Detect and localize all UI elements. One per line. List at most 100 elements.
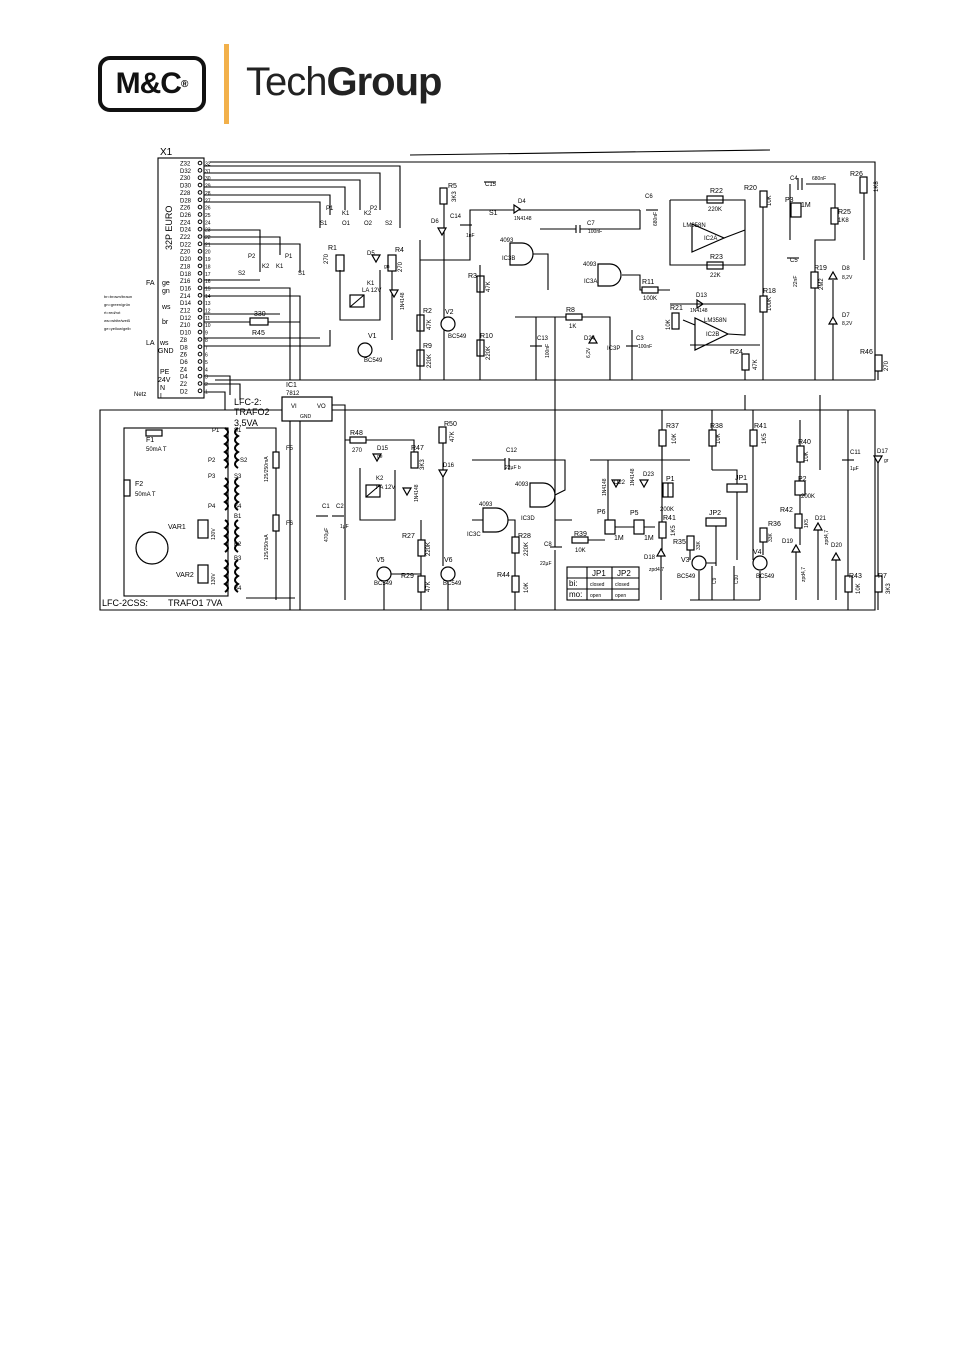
resistor-r45 <box>249 317 269 326</box>
connector-pin-number: 32 <box>205 162 211 168</box>
jumper-jp2 <box>705 517 727 527</box>
potentiometer-p5 <box>633 519 645 535</box>
r28-value: 10K <box>524 582 530 593</box>
diode-d7-icon <box>827 315 839 325</box>
c12-label: C12 <box>506 448 518 454</box>
diode-1n4148-icon <box>388 289 400 299</box>
resistor-r35 <box>686 535 695 551</box>
r39-label: R37 <box>666 423 679 430</box>
r43-value: 10K <box>856 583 862 594</box>
jumper-jp1 <box>726 483 748 493</box>
opamp-ic2a <box>691 223 726 253</box>
c5-label: C5 <box>790 258 798 264</box>
opamp-ic2b <box>694 317 730 351</box>
label-ws2: ws <box>159 340 169 347</box>
d21-value: zpd4,7 <box>824 530 830 545</box>
connector-pin-label: D24 <box>180 228 192 234</box>
switch-label: S2 <box>385 221 393 227</box>
r28-label: R44 <box>497 572 510 579</box>
switch-label: O1 <box>342 221 351 227</box>
lfc2css-trafo: TRAFO1 7VA <box>168 598 222 608</box>
potentiometer-p3 <box>790 202 802 218</box>
connector-pin-icon <box>197 212 203 217</box>
connector-pin-label: Z10 <box>180 323 191 329</box>
transistor-v1 <box>357 342 373 358</box>
connector-pin-number: 19 <box>205 257 211 263</box>
r48-label: R47 <box>411 445 424 452</box>
d24-value: 6,2V <box>586 347 592 358</box>
r37-value: 10K <box>716 433 722 444</box>
resistor-r8 <box>565 313 583 321</box>
connector-pin-icon <box>197 293 203 298</box>
connector-pin-icon <box>197 359 203 364</box>
r21-label: R21 <box>670 305 683 312</box>
p3-value: 1M <box>801 202 811 209</box>
p5-label: P5 <box>630 510 639 517</box>
brand-name: TechGroup <box>246 60 442 105</box>
c6-label: C6 <box>645 194 653 200</box>
connector-type: 32P EURO <box>164 206 174 250</box>
resistor-r37 <box>708 429 717 447</box>
switch-label: K1 <box>342 211 350 217</box>
connector-pin-icon <box>197 241 203 247</box>
r36-value: 33K <box>768 532 774 542</box>
winding-label: P3 <box>208 474 216 480</box>
resistor-r24 <box>741 353 750 371</box>
diode-d17-led-icon <box>872 455 884 465</box>
label-gn: gn <box>162 288 170 295</box>
resistor-r11 <box>641 286 659 294</box>
logo-registered-mark: ® <box>180 78 189 90</box>
label-n: N <box>160 385 165 392</box>
r37-label: R38 <box>710 423 723 430</box>
label-la: LA <box>146 340 155 347</box>
k2-diode-value: 1N4148 <box>414 484 420 502</box>
winding-label: P4 <box>208 504 216 510</box>
r9-value: 220K <box>427 354 433 368</box>
label-l: L <box>160 393 164 400</box>
s1-label: S1 <box>489 210 498 217</box>
r29-label: R28 <box>518 533 531 540</box>
connector-pin-icon <box>197 373 203 379</box>
r7-label: R7 <box>878 573 887 580</box>
switch-label: K1 <box>276 264 284 270</box>
c13-label: C13 <box>537 336 549 342</box>
r8-value: 1K <box>569 324 576 330</box>
gate-ic3a <box>597 263 622 287</box>
legend-item: ws=white/weiß <box>104 318 131 323</box>
resistor-r36 <box>759 527 768 543</box>
v1-label: V1 <box>368 333 377 340</box>
connector-pin-icon <box>197 168 203 173</box>
legend-item: gn=green/grün <box>104 302 130 307</box>
c13-value: 100nF <box>545 344 551 358</box>
v3-value: BC549 <box>677 574 696 580</box>
winding-label: S3 <box>234 474 242 480</box>
jumper-table-cell: closed <box>615 582 630 588</box>
jumper-table-cell: bi: <box>569 579 577 588</box>
r4-value: 270 <box>398 261 404 272</box>
d4-label: D4 <box>518 199 526 205</box>
resistor-r21 <box>671 312 680 330</box>
ic2a-label: IC2A <box>704 236 717 242</box>
f5-value: 125/250mA <box>264 456 270 482</box>
r11-value: 100K <box>643 296 657 302</box>
d6-label: D6 <box>431 219 439 225</box>
varistor-var1 <box>197 519 209 539</box>
r3-label: R3 <box>468 273 477 280</box>
ic3a-label: IC3A <box>584 279 597 285</box>
winding-label: B1 <box>234 514 242 520</box>
diode-d8-icon <box>827 270 839 280</box>
connector-pin-number: 6 <box>205 353 208 359</box>
connector-pin-icon <box>197 285 203 291</box>
connector-pin-icon <box>197 219 203 225</box>
r50-value: 220K <box>426 542 432 556</box>
r42-value: 1K5 <box>804 519 810 528</box>
c1-value: 470µF <box>324 528 330 542</box>
connector-pin-number: 30 <box>205 176 211 182</box>
c1-label: C1 <box>322 504 330 510</box>
c4-label: C4 <box>790 176 798 182</box>
connector-pin-number: 11 <box>205 316 210 322</box>
ic1-part: 7812 <box>286 391 300 397</box>
c14-value: 1nF <box>466 233 475 239</box>
ic3b-label: IC3B <box>502 256 515 262</box>
jumper-table-header: JP2 <box>617 569 631 578</box>
